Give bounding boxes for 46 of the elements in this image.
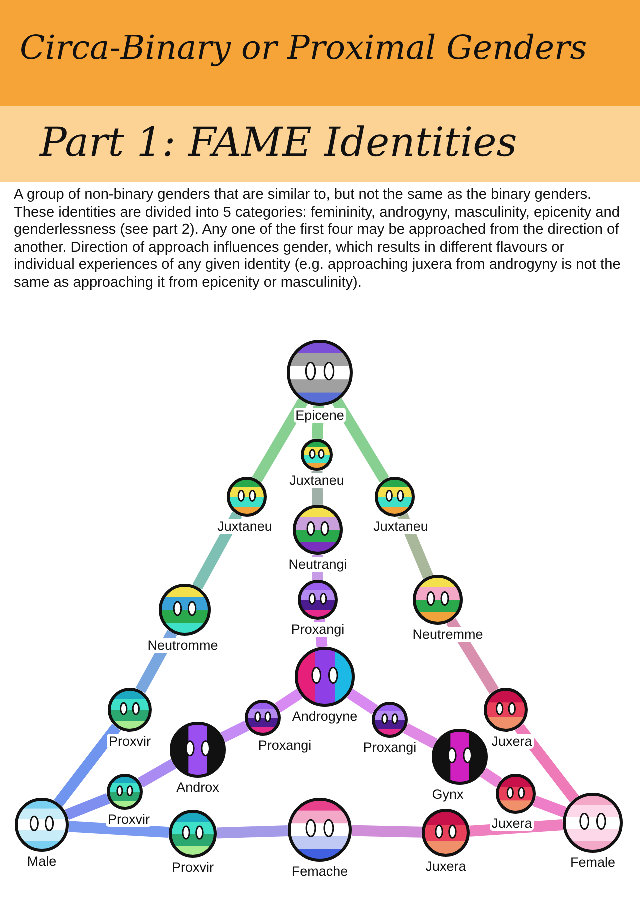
node-label: Epicene	[294, 408, 346, 423]
node-label: Proxangi	[256, 738, 314, 753]
connector-line	[192, 512, 242, 590]
connector-line	[252, 398, 308, 483]
connector-line	[312, 406, 324, 440]
node-label: Neutrangi	[286, 557, 350, 572]
connector-line	[532, 796, 567, 818]
connector-line	[403, 724, 438, 749]
connector-line	[470, 820, 564, 837]
connector-line	[65, 794, 110, 820]
node-label: Juxera	[490, 734, 534, 749]
connector-line	[314, 619, 328, 648]
connector-line	[352, 825, 422, 838]
node-label: Proxvir	[106, 734, 153, 749]
node-label: Androx	[174, 780, 222, 795]
connector-line	[68, 821, 170, 838]
connector-line	[346, 688, 378, 715]
connector-line	[138, 759, 176, 788]
node-label: Male	[25, 854, 59, 869]
node-label: Proxvir	[106, 812, 152, 827]
node-label: Androgyne	[290, 709, 360, 724]
connector-line	[216, 826, 288, 839]
connector-line	[274, 688, 303, 713]
node-label: Proxangi	[289, 622, 347, 637]
node-label: Neutromme	[146, 638, 220, 653]
connector-line	[480, 768, 502, 788]
connector-line	[446, 618, 500, 694]
title: Circa-Binary or Proximal Genders	[20, 28, 588, 67]
connector-line	[515, 724, 580, 803]
connector-line	[398, 513, 434, 580]
node-label: Juxtaneu	[288, 473, 346, 488]
node-label: Juxera	[424, 859, 468, 874]
connector-line	[136, 630, 178, 694]
node-label: Juxtaneu	[372, 519, 430, 534]
subtitle: Part 1: FAME Identities	[40, 120, 518, 166]
description-paragraph: A group of non-binary genders that are similar to, but not the same as the binary genders. These identities are divided into 5 categories: femininity, androgyny, masculinity, epicenity and genderlessness (see part 2). Any one of the first four may be approached from the direction of another. Direction of approach influences gender, which results in different flavours or individual experiences of any given identity (e.g. approaching juxera from androgyny is not the same as approaching it from epicenity or masculinity).	[14, 187, 622, 292]
connector-line	[312, 470, 324, 506]
connector-line	[54, 724, 121, 807]
node-label: Proxangi	[361, 740, 419, 755]
node-label: Juxtaneu	[216, 519, 274, 534]
node-label: Neutremme	[410, 627, 486, 642]
connector-line	[332, 398, 390, 483]
node-label: Femache	[290, 864, 350, 879]
connector-line	[220, 721, 250, 743]
node-label: Gynx	[430, 787, 466, 802]
node-label: Juxera	[490, 816, 534, 831]
